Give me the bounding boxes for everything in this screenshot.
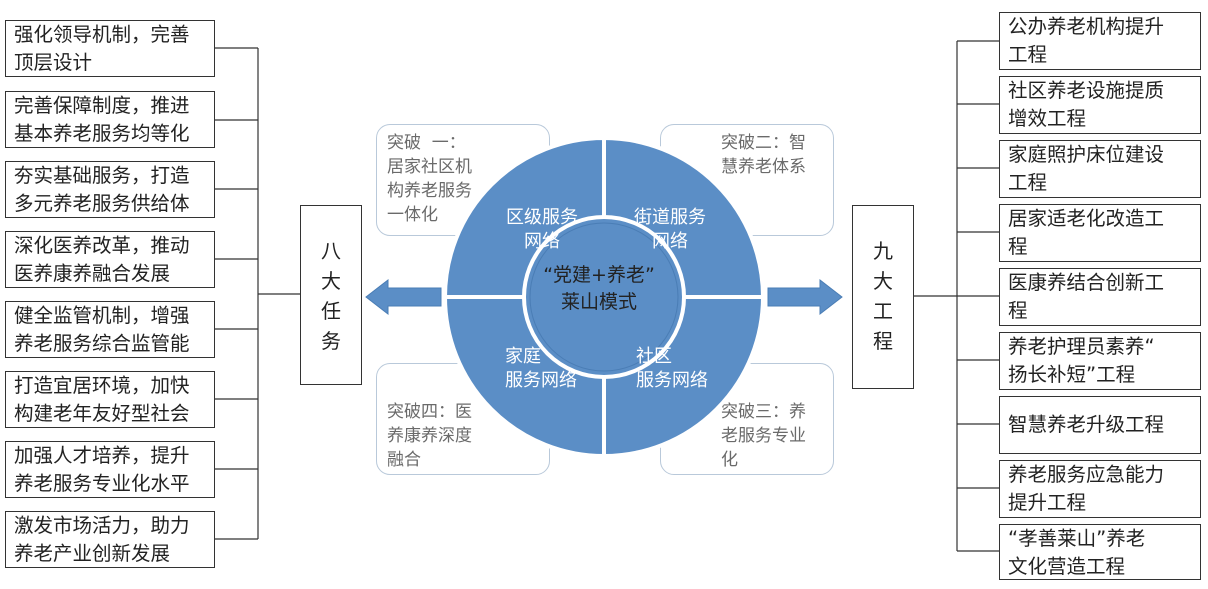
- left-arrow: [365, 278, 442, 316]
- left-title-box: 八 大 任 务: [300, 205, 362, 385]
- quadrant-label-street: 街道服务 网络: [634, 207, 706, 252]
- breakthrough-four: 突破四：医 养康养深度 融合: [376, 363, 550, 475]
- project-box-1: 公办养老机构提升 工程: [999, 12, 1201, 70]
- project-box-9: “孝善莱山”养老 文化营造工程: [999, 524, 1201, 580]
- quadrant-label-family: 家庭 服务网络: [505, 346, 577, 391]
- project-box-7: 智慧养老升级工程: [999, 396, 1201, 454]
- quadrant-label-community: 社区 服务网络: [636, 346, 708, 391]
- project-box-3: 家庭照护床位建设 工程: [999, 140, 1201, 198]
- task-box-7: 加强人才培养，提升 养老服务专业化水平: [5, 441, 215, 498]
- task-box-6: 打造宜居环境，加快 构建老年友好型社会: [5, 371, 215, 428]
- task-box-3: 夯实基础服务，打造 多元养老服务供给体: [5, 161, 215, 218]
- right-title-box: 九 大 工 程: [852, 205, 914, 389]
- project-box-6: 养老护理员素养“ 扬长补短”工程: [999, 332, 1201, 390]
- right-arrow: [767, 278, 843, 316]
- quadrant-label-district: 区级服务 网络: [506, 207, 578, 252]
- project-box-2: 社区养老设施提质 增效工程: [999, 76, 1201, 134]
- task-box-8: 激发市场活力，助力 养老产业创新发展: [5, 511, 215, 568]
- task-box-5: 健全监管机制，增强 养老服务综合监管能: [5, 301, 215, 358]
- project-box-5: 医康养结合创新工 程: [999, 268, 1201, 326]
- task-box-4: 深化医养改革，推动 医养康养融合发展: [5, 231, 215, 288]
- project-box-4: 居家适老化改造工 程: [999, 204, 1201, 262]
- task-box-2: 完善保障制度，推进 基本养老服务均等化: [5, 91, 215, 148]
- project-box-8: 养老服务应急能力 提升工程: [999, 460, 1201, 518]
- center-title: “党建+养老” 莱山模式: [543, 264, 655, 313]
- center-circle: [529, 222, 679, 372]
- task-box-1: 强化领导机制，完善 顶层设计: [5, 20, 215, 77]
